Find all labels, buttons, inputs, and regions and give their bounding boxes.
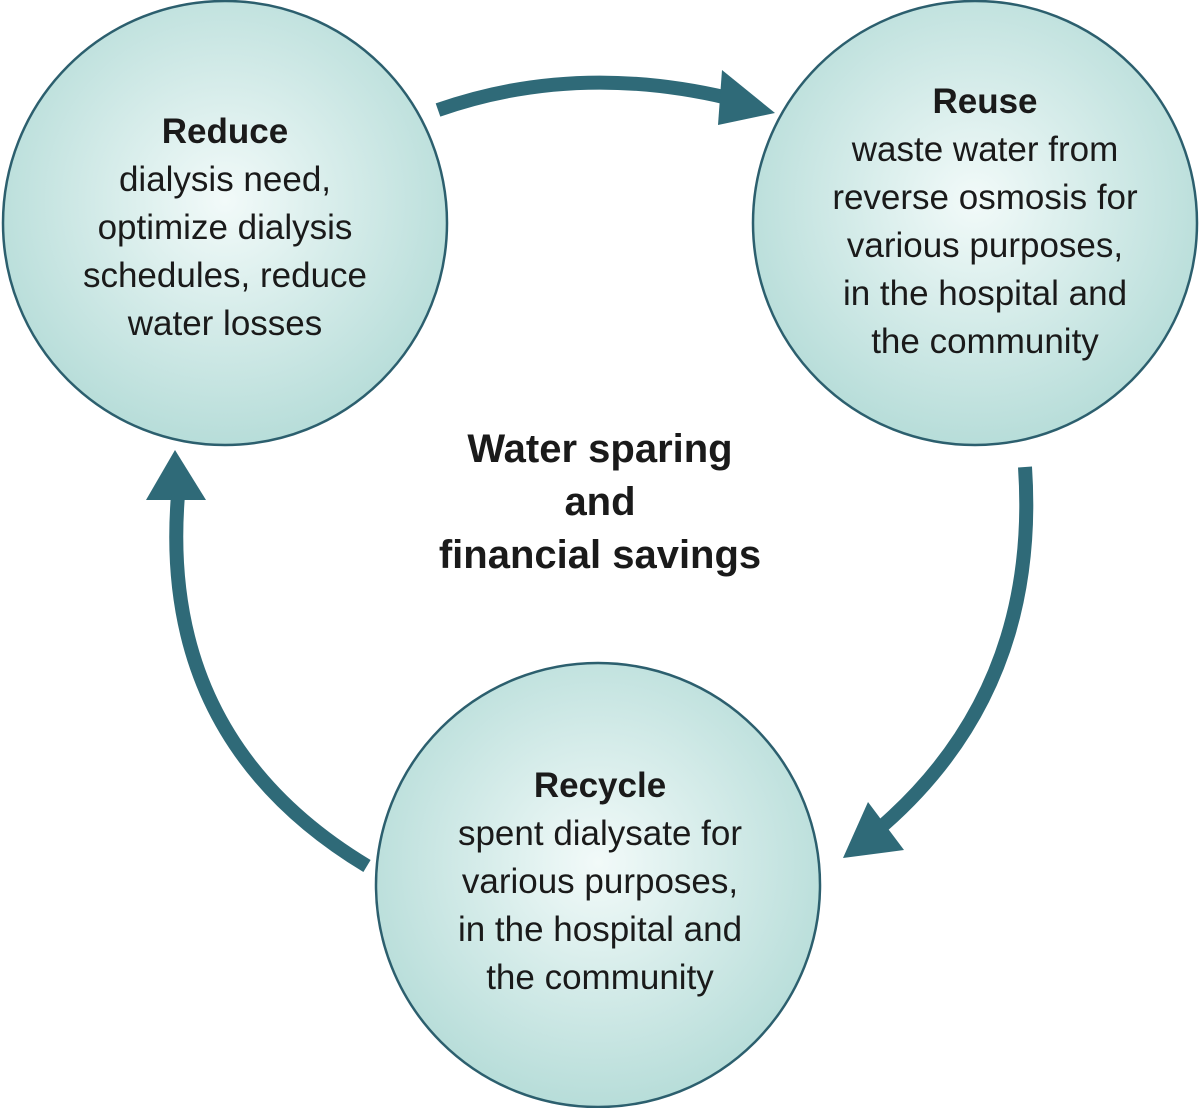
reuse-circle <box>751 0 1199 447</box>
center-line: financial savings <box>438 533 762 577</box>
recycle-line: the community <box>486 958 714 997</box>
recycle-line: various purposes, <box>461 862 739 901</box>
reduce-line: optimize dialysis <box>97 208 353 247</box>
reuse-line: in the hospital and <box>842 274 1128 313</box>
recycle-title: Recycle <box>533 766 667 805</box>
arrow-reuse-to-recycle <box>843 466 1034 858</box>
recycle-circle <box>374 661 822 1108</box>
reduce-circle <box>1 0 449 447</box>
reduce-title: Reduce <box>161 112 289 151</box>
recycle-line: spent dialysate for <box>457 814 743 853</box>
reuse-line: reverse osmosis for <box>832 178 1138 217</box>
arrow-reduce-to-reuse <box>435 70 775 125</box>
reuse-line: various purposes, <box>846 226 1124 265</box>
reuse-title: Reuse <box>932 82 1038 121</box>
reuse-node-text: Reuse waste water from reverse osmosis f… <box>790 78 1180 366</box>
reduce-line: water losses <box>127 304 323 343</box>
reduce-line: dialysis need, <box>118 160 332 199</box>
reuse-line: waste water from <box>851 130 1119 169</box>
reduce-line: schedules, reduce <box>82 256 368 295</box>
arrow-recycle-to-reduce <box>146 450 371 872</box>
reduce-node-text: Reduce dialysis need, optimize dialysis … <box>40 108 410 348</box>
center-line: and <box>564 480 636 524</box>
reuse-line: the community <box>871 322 1099 361</box>
center-line: Water sparing <box>467 427 733 471</box>
recycle-line: in the hospital and <box>457 910 743 949</box>
center-label: Water sparing and financial savings <box>380 423 820 582</box>
recycle-node-text: Recycle spent dialysate for various purp… <box>415 762 785 1002</box>
